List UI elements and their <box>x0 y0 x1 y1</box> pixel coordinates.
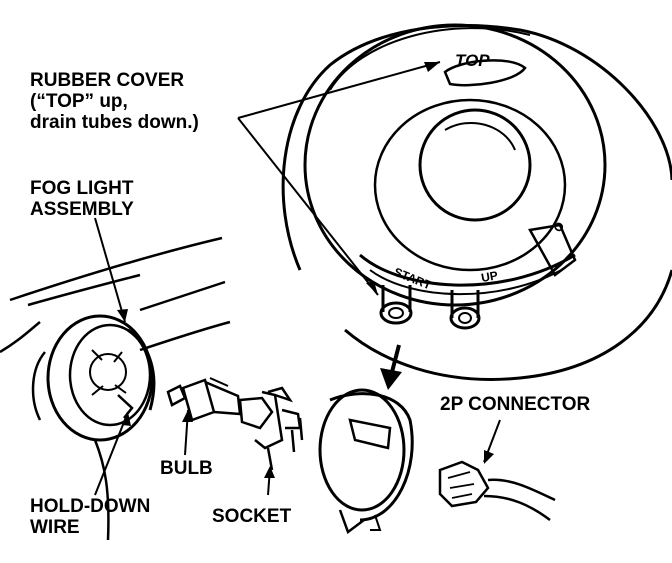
bulb-label: BULB <box>160 458 213 479</box>
connector-label-text: 2P CONNECTOR <box>440 394 591 415</box>
arrowhead <box>264 466 275 478</box>
fog-light-label-line-2: ASSEMBLY <box>30 199 134 220</box>
down-arrow <box>380 344 402 390</box>
top-marking: TOP <box>455 51 490 70</box>
rubber-cover-loose <box>318 388 414 535</box>
hold-down-wire-leader <box>94 411 129 496</box>
bulb-label-text: BULB <box>160 458 213 479</box>
fog-light-assembly-label: FOG LIGHT ASSEMBLY <box>30 178 134 220</box>
rubber-cover-label-line-2: (“TOP” up, <box>30 91 128 112</box>
magnified-view <box>281 23 672 381</box>
rubber-cover-leaders <box>237 61 441 296</box>
car-body <box>0 236 231 541</box>
socket-label: SOCKET <box>212 506 291 527</box>
rubber-cover-label-line-3: drain tubes down.) <box>30 112 199 133</box>
rubber-cover-label-line-1: RUBBER COVER <box>30 70 185 91</box>
up-marking: UP <box>480 268 499 285</box>
connector-label: 2P CONNECTOR <box>440 394 590 415</box>
arrowhead <box>122 412 131 426</box>
arrowhead <box>117 309 128 322</box>
connector-2p <box>438 460 556 522</box>
hold-down-wire-label: HOLD-DOWN WIRE <box>30 496 150 538</box>
hold-down-label-line-1: HOLD-DOWN <box>30 496 151 517</box>
fog-light-leader <box>94 217 126 323</box>
arrowhead <box>424 62 440 72</box>
arrowhead <box>366 281 378 295</box>
socket-label-text: SOCKET <box>212 506 292 527</box>
rubber-cover-label: RUBBER COVER (“TOP” up, drain tubes down… <box>30 70 199 133</box>
arrowhead <box>182 410 193 422</box>
hold-down-label-line-2: WIRE <box>30 517 80 538</box>
o-marking: O <box>550 219 567 234</box>
fog-light-assembly <box>46 314 156 442</box>
fog-light-label-line-1: FOG LIGHT <box>30 178 134 199</box>
arrowhead <box>484 450 494 464</box>
bulb <box>166 377 242 422</box>
socket <box>238 386 304 471</box>
